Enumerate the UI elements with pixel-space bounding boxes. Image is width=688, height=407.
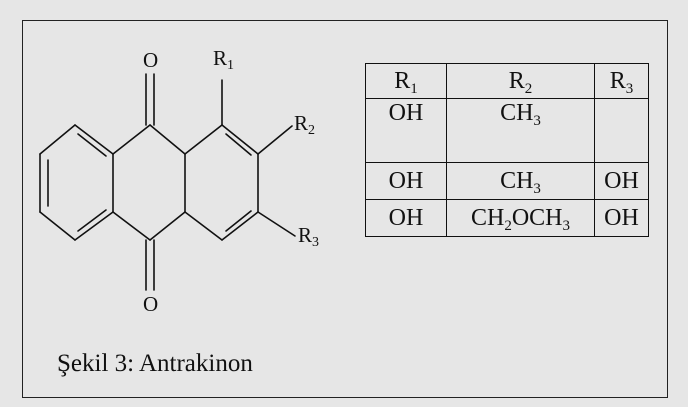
cell-r2: CH2OCH3 bbox=[446, 199, 595, 237]
bond-double bbox=[225, 133, 252, 156]
oxygen-bottom-label: O bbox=[143, 292, 159, 316]
cell-r2: CH3 bbox=[446, 98, 595, 163]
bond bbox=[184, 124, 223, 155]
figure-caption: Şekil 3: Antrakinon bbox=[57, 350, 253, 377]
header-r2: R2 bbox=[446, 63, 595, 99]
bond bbox=[184, 211, 223, 241]
header-r1: R1 bbox=[365, 63, 447, 99]
cell-r3: OH bbox=[594, 162, 649, 200]
r1-label: R1 bbox=[213, 46, 235, 73]
bond bbox=[112, 124, 151, 155]
cell-r1: OH bbox=[365, 162, 447, 200]
cell-r1: OH bbox=[365, 199, 447, 237]
bond bbox=[74, 211, 114, 241]
r3-bond bbox=[257, 211, 296, 237]
table-row: OH CH2OCH3 OH bbox=[365, 199, 649, 237]
bond bbox=[39, 211, 76, 241]
cell-r1: OH bbox=[365, 98, 447, 163]
cell-r3 bbox=[594, 98, 649, 163]
cell-r2: CH3 bbox=[446, 162, 595, 200]
bond bbox=[221, 124, 259, 155]
table-header-row: R1 R2 R3 bbox=[365, 63, 649, 99]
bond bbox=[39, 124, 76, 155]
table-row: OH CH3 bbox=[365, 98, 649, 163]
bond-double bbox=[77, 133, 107, 157]
r2-label: R2 bbox=[294, 111, 316, 138]
bond bbox=[149, 124, 186, 155]
r3-label: R3 bbox=[298, 223, 320, 250]
bond bbox=[112, 211, 151, 241]
table-row: OH CH3 OH bbox=[365, 162, 649, 200]
header-r3: R3 bbox=[594, 63, 649, 99]
bond bbox=[221, 211, 259, 241]
oxygen-top-label: O bbox=[143, 48, 159, 72]
bond-double bbox=[77, 209, 107, 232]
substituent-table: R1 R2 R3 OH CH3 OH CH3 OH OH CH2OCH3 OH bbox=[365, 63, 649, 237]
bond-double bbox=[225, 210, 252, 232]
bond bbox=[74, 124, 114, 155]
r2-bond bbox=[257, 125, 293, 155]
cell-r3: OH bbox=[594, 199, 649, 237]
bond bbox=[149, 211, 186, 241]
